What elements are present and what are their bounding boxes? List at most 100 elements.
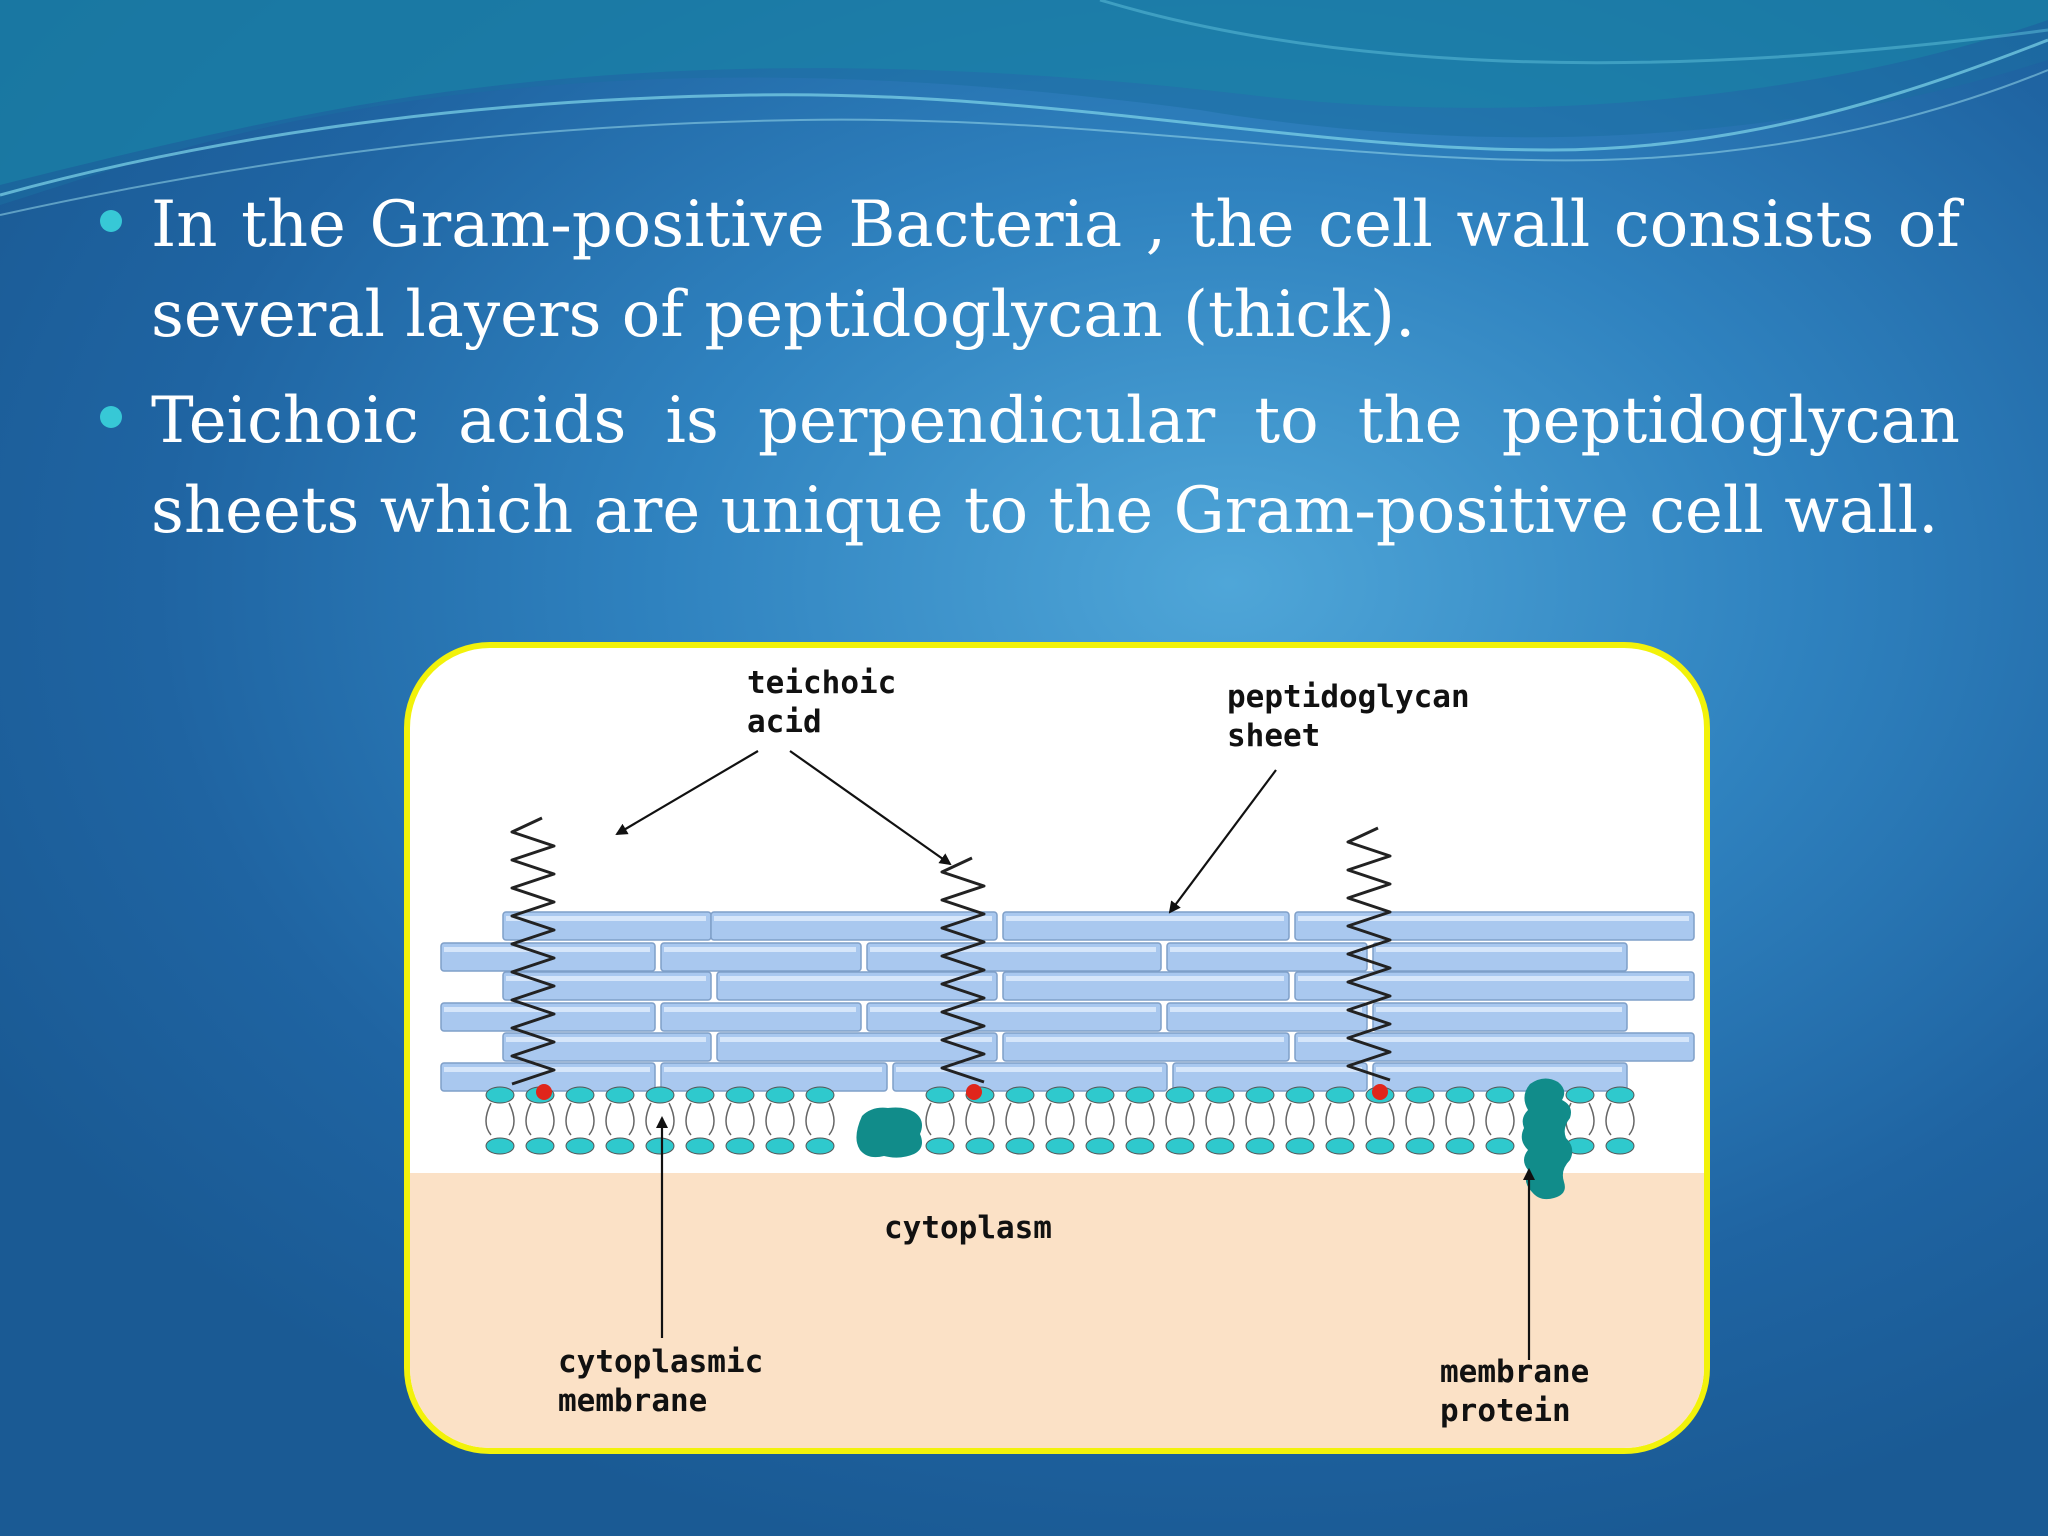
phospholipid-head-inner (645, 1137, 675, 1155)
diagram-labels: teichoic acid peptidoglycan sheet cytopl… (558, 665, 1589, 1429)
phospholipid-tails (685, 1102, 715, 1136)
label-peptidoglycan-sheet-line1: peptidoglycan (1227, 679, 1470, 715)
teichoic-anchor-dot (536, 1084, 552, 1100)
bullet-dot-icon (100, 406, 122, 428)
phospholipid-head-inner (1165, 1137, 1195, 1155)
peptidoglycan-strand-highlight (870, 1007, 1156, 1012)
phospholipid-head-inner (765, 1137, 795, 1155)
peptidoglycan-strand-highlight (664, 1007, 856, 1012)
cytoplasmic-membrane-bilayer (485, 1086, 1635, 1155)
peptidoglycan-strand-highlight (664, 1067, 882, 1072)
bullet-text: Teichoic acids is perpendicular to the p… (151, 384, 1960, 548)
peptidoglycan-strand-highlight (714, 916, 992, 921)
phospholipid-head-outer (1205, 1086, 1235, 1104)
phospholipid-head-inner (965, 1137, 995, 1155)
phospholipid-tails (765, 1102, 795, 1136)
phospholipid-head-inner (725, 1137, 755, 1155)
bullet-item: In the Gram-positive Bacteria , the cell… (96, 180, 1960, 360)
peptidoglycan-strand-highlight (1298, 1037, 1689, 1042)
decorative-wave-header (0, 0, 2048, 216)
teichoic-anchor-dot (1372, 1084, 1388, 1100)
phospholipid-head-outer (605, 1086, 635, 1104)
peptidoglycan-strand-highlight (1298, 976, 1689, 981)
peptidoglycan-strand-highlight (1006, 1037, 1284, 1042)
peptidoglycan-strand-highlight (444, 1067, 650, 1072)
phospholipid-tails (1245, 1102, 1275, 1136)
phospholipid-head-inner (1125, 1137, 1155, 1155)
phospholipid-head-outer (685, 1086, 715, 1104)
phospholipid-head-outer (765, 1086, 795, 1104)
phospholipid-head-outer (1325, 1086, 1355, 1104)
peptidoglycan-strand-highlight (896, 1067, 1162, 1072)
phospholipid-head-inner (1445, 1137, 1475, 1155)
phospholipid-head-inner (1365, 1137, 1395, 1155)
cytoplasm-region (410, 1173, 1704, 1448)
phospholipid-head-inner (485, 1137, 515, 1155)
teichoic-acid-chain (1346, 826, 1392, 1082)
peptidoglycan-strand-highlight (664, 947, 856, 952)
peptidoglycan-strand-highlight (506, 1037, 706, 1042)
peptidoglycan-arrow (1168, 769, 1277, 914)
membrane-protein-blob (856, 1107, 922, 1158)
teichoic-acid-chain (940, 856, 986, 1084)
phospholipid-tails (525, 1102, 555, 1136)
phospholipid-tails (1325, 1102, 1355, 1136)
phospholipid-tails (1605, 1102, 1635, 1136)
label-peptidoglycan-sheet-line2: sheet (1227, 718, 1320, 754)
phospholipid-tails (965, 1102, 995, 1136)
phospholipid-tails (1045, 1102, 1075, 1136)
label-membrane-protein-line1: membrane (1440, 1354, 1589, 1390)
bullet-list: In the Gram-positive Bacteria , the cell… (96, 180, 1960, 572)
teichoic-arrow-right (789, 750, 952, 866)
phospholipid-head-inner (565, 1137, 595, 1155)
phospholipid-head-inner (685, 1137, 715, 1155)
peptidoglycan-strand-highlight (506, 916, 706, 921)
phospholipid-head-outer (1045, 1086, 1075, 1104)
peptidoglycan-strand-highlight (870, 947, 1156, 952)
peptidoglycan-strand-highlight (720, 1037, 992, 1042)
peptidoglycan-strand-highlight (1170, 1007, 1362, 1012)
phospholipid-tails (1565, 1102, 1595, 1136)
phospholipid-tails (1005, 1102, 1035, 1136)
phospholipid-head-outer (1565, 1086, 1595, 1104)
diagram-frame: teichoic acid peptidoglycan sheet cytopl… (404, 642, 1710, 1454)
phospholipid-head-outer (1605, 1086, 1635, 1104)
gram-positive-cell-wall-diagram: teichoic acid peptidoglycan sheet cytopl… (410, 665, 1704, 1448)
phospholipid-head-outer (725, 1086, 755, 1104)
teichoic-anchor-dot (966, 1084, 982, 1100)
label-teichoic-acid-line1: teichoic (747, 665, 896, 701)
peptidoglycan-strand-highlight (1176, 1067, 1362, 1072)
phospholipid-head-outer (1125, 1086, 1155, 1104)
phospholipid-head-outer (1405, 1086, 1435, 1104)
peptidoglycan-strand-highlight (1376, 1067, 1622, 1072)
phospholipid-tails (925, 1102, 955, 1136)
phospholipid-head-inner (1085, 1137, 1115, 1155)
phospholipid-head-outer (1165, 1086, 1195, 1104)
label-cytoplasm: cytoplasm (884, 1210, 1052, 1246)
peptidoglycan-strand-highlight (1170, 947, 1362, 952)
phospholipid-tails (1085, 1102, 1115, 1136)
teichoic-acid-chains (510, 816, 1392, 1100)
phospholipid-head-outer (805, 1086, 835, 1104)
peptidoglycan-strand-highlight (444, 947, 650, 952)
phospholipid-head-inner (1205, 1137, 1235, 1155)
phospholipid-head-outer (645, 1086, 675, 1104)
phospholipid-tails (485, 1102, 515, 1136)
peptidoglycan-strand-highlight (720, 976, 992, 981)
peptidoglycan-strand-highlight (1298, 916, 1689, 921)
phospholipid-head-inner (1005, 1137, 1035, 1155)
label-cytoplasmic-membrane-line1: cytoplasmic (558, 1344, 763, 1380)
peptidoglycan-strand-highlight (1006, 916, 1284, 921)
phospholipid-head-inner (1045, 1137, 1075, 1155)
diagram-arrows (615, 750, 1535, 1360)
phospholipid-head-outer (1085, 1086, 1115, 1104)
peptidoglycan-strand-highlight (506, 976, 706, 981)
phospholipid-head-inner (525, 1137, 555, 1155)
phospholipid-tails (725, 1102, 755, 1136)
phospholipid-head-inner (1485, 1137, 1515, 1155)
phospholipid-head-outer (1485, 1086, 1515, 1104)
phospholipid-tails (1405, 1102, 1435, 1136)
peptidoglycan-strand-highlight (1006, 976, 1284, 981)
label-membrane-protein-line2: protein (1440, 1393, 1571, 1429)
phospholipid-tails (1365, 1102, 1395, 1136)
